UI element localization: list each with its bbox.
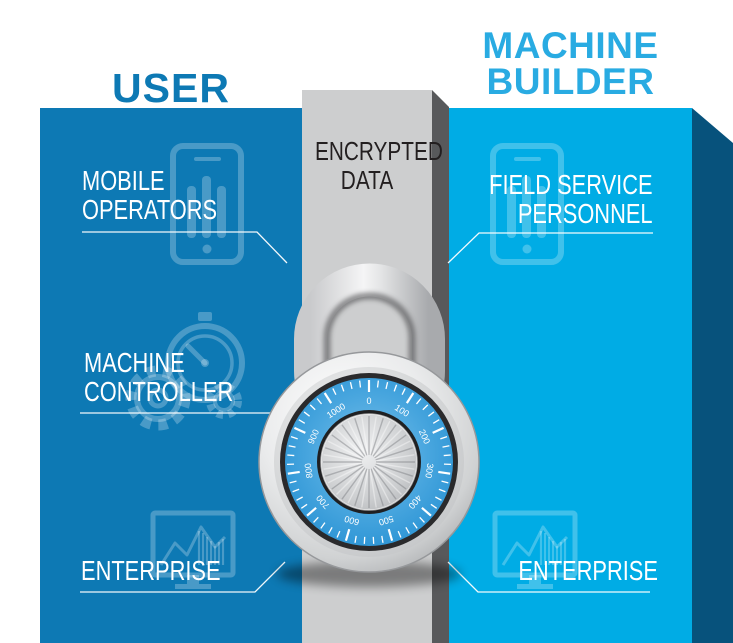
- dial-knob: [321, 414, 417, 510]
- title-machine-builder: MACHINE BUILDER: [449, 25, 692, 103]
- title-machine-builder-line1: MACHINE: [482, 25, 659, 66]
- knob-brushed-texture: [323, 416, 415, 508]
- label-line: MACHINE: [84, 347, 185, 378]
- label-machine-controller: MACHINE CONTROLLER: [84, 348, 233, 407]
- lock-shadow: [277, 561, 461, 587]
- title-user: USER: [112, 65, 230, 111]
- label-mobile-operators: MOBILE OPERATORS: [82, 166, 217, 225]
- monitor-chart-icon: [153, 513, 233, 589]
- dial-tick-marks: [287, 380, 451, 544]
- encrypted-data-line2: DATA: [340, 164, 394, 195]
- connector-mobile-operators: [82, 231, 288, 264]
- label-line: MOBILE: [82, 165, 165, 196]
- label-line: FIELD SERVICE: [489, 169, 653, 200]
- dial-number: 500: [378, 514, 395, 528]
- knob-highlight-ring: [320, 413, 418, 511]
- connector-field-service: [447, 232, 653, 264]
- title-machine-builder-line2: BUILDER: [486, 61, 655, 103]
- monitor-chart-icon: [495, 513, 575, 589]
- machine-builder-panel: [449, 108, 692, 643]
- dial-number: 0: [366, 396, 371, 406]
- connector-enterprise-user: [80, 561, 286, 593]
- dial-number: 800: [303, 463, 315, 479]
- dial-number: 600: [343, 514, 360, 528]
- gears-stopwatch-icon: [125, 312, 245, 431]
- smartphone-chart-icon: [493, 146, 561, 262]
- machine-builder-side-shade: [692, 108, 733, 643]
- dial-number: 300: [423, 463, 435, 479]
- smartphone-chart-icon: [173, 146, 241, 262]
- label-line: CONTROLLER: [84, 376, 234, 408]
